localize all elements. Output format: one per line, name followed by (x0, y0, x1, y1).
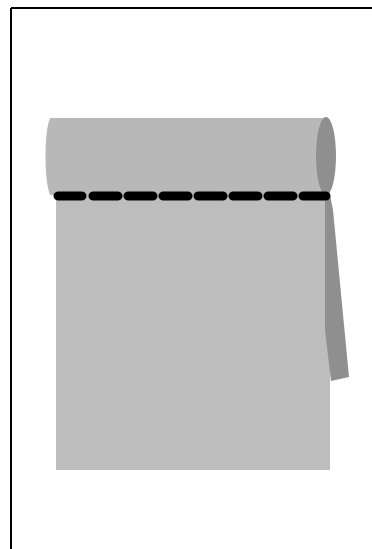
paper-sheet (56, 170, 330, 470)
roll-cylinder (46, 118, 327, 195)
roll-end (316, 117, 336, 195)
paper-flap (325, 170, 349, 381)
